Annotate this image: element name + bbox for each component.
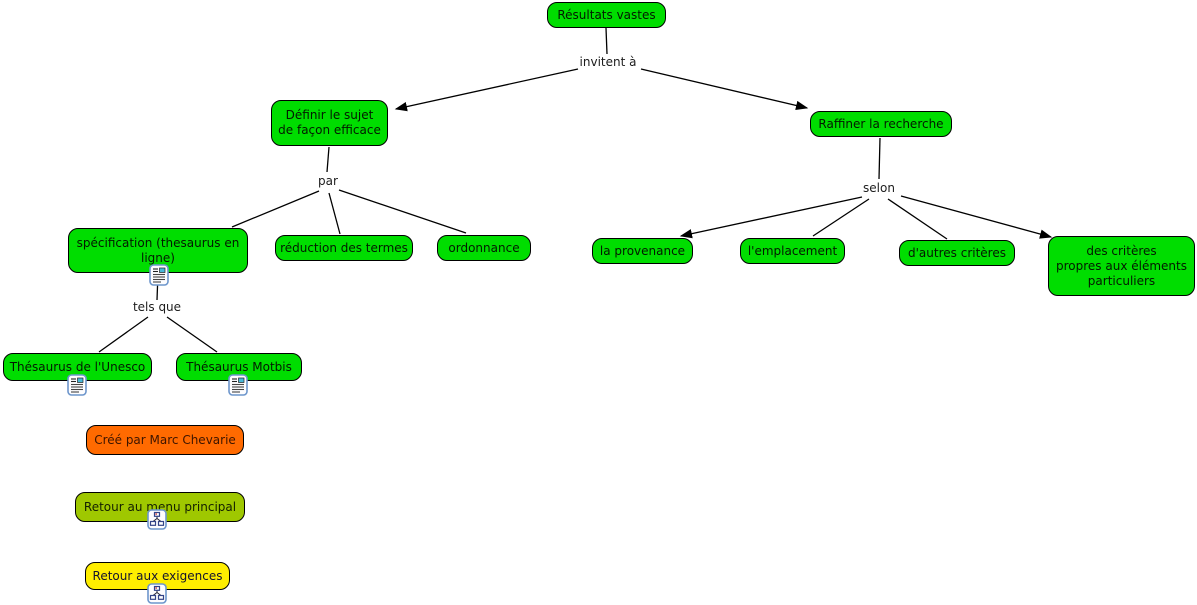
node-resultats-vastes[interactable]: Résultats vastes (547, 2, 666, 28)
link-label-invitent-a[interactable]: invitent à (579, 55, 637, 69)
node-reduction-des-termes[interactable]: réduction des termes (275, 235, 413, 261)
concept-map-link-icon[interactable] (147, 509, 167, 530)
link-label-par[interactable]: par (318, 174, 338, 188)
node-retour-aux-exigences[interactable]: Retour aux exigences (85, 562, 230, 590)
link-label-tels-que[interactable]: tels que (132, 300, 182, 314)
node-emplacement[interactable]: l'emplacement (740, 238, 845, 264)
document-resource-icon[interactable] (67, 374, 87, 396)
node-specification-thesaurus[interactable]: spécification (thesaurus en ligne) (68, 228, 248, 273)
concept-map-link-icon[interactable] (147, 583, 167, 604)
document-resource-icon[interactable] (149, 264, 169, 286)
node-raffiner-la-recherche[interactable]: Raffiner la recherche (810, 111, 952, 137)
link-label-selon[interactable]: selon (863, 181, 895, 195)
document-resource-icon[interactable] (228, 374, 248, 396)
node-criteres-particuliers[interactable]: des critères propres aux éléments partic… (1048, 236, 1195, 296)
node-ordonnance[interactable]: ordonnance (437, 235, 531, 261)
node-la-provenance[interactable]: la provenance (592, 238, 693, 264)
node-definir-le-sujet[interactable]: Définir le sujet de façon efficace (271, 100, 388, 146)
node-autres-criteres[interactable]: d'autres critères (899, 240, 1015, 266)
node-thesaurus-unesco[interactable]: Thésaurus de l'Unesco (3, 353, 152, 381)
node-cree-par-marc-chevarie[interactable]: Créé par Marc Chevarie (86, 425, 244, 455)
